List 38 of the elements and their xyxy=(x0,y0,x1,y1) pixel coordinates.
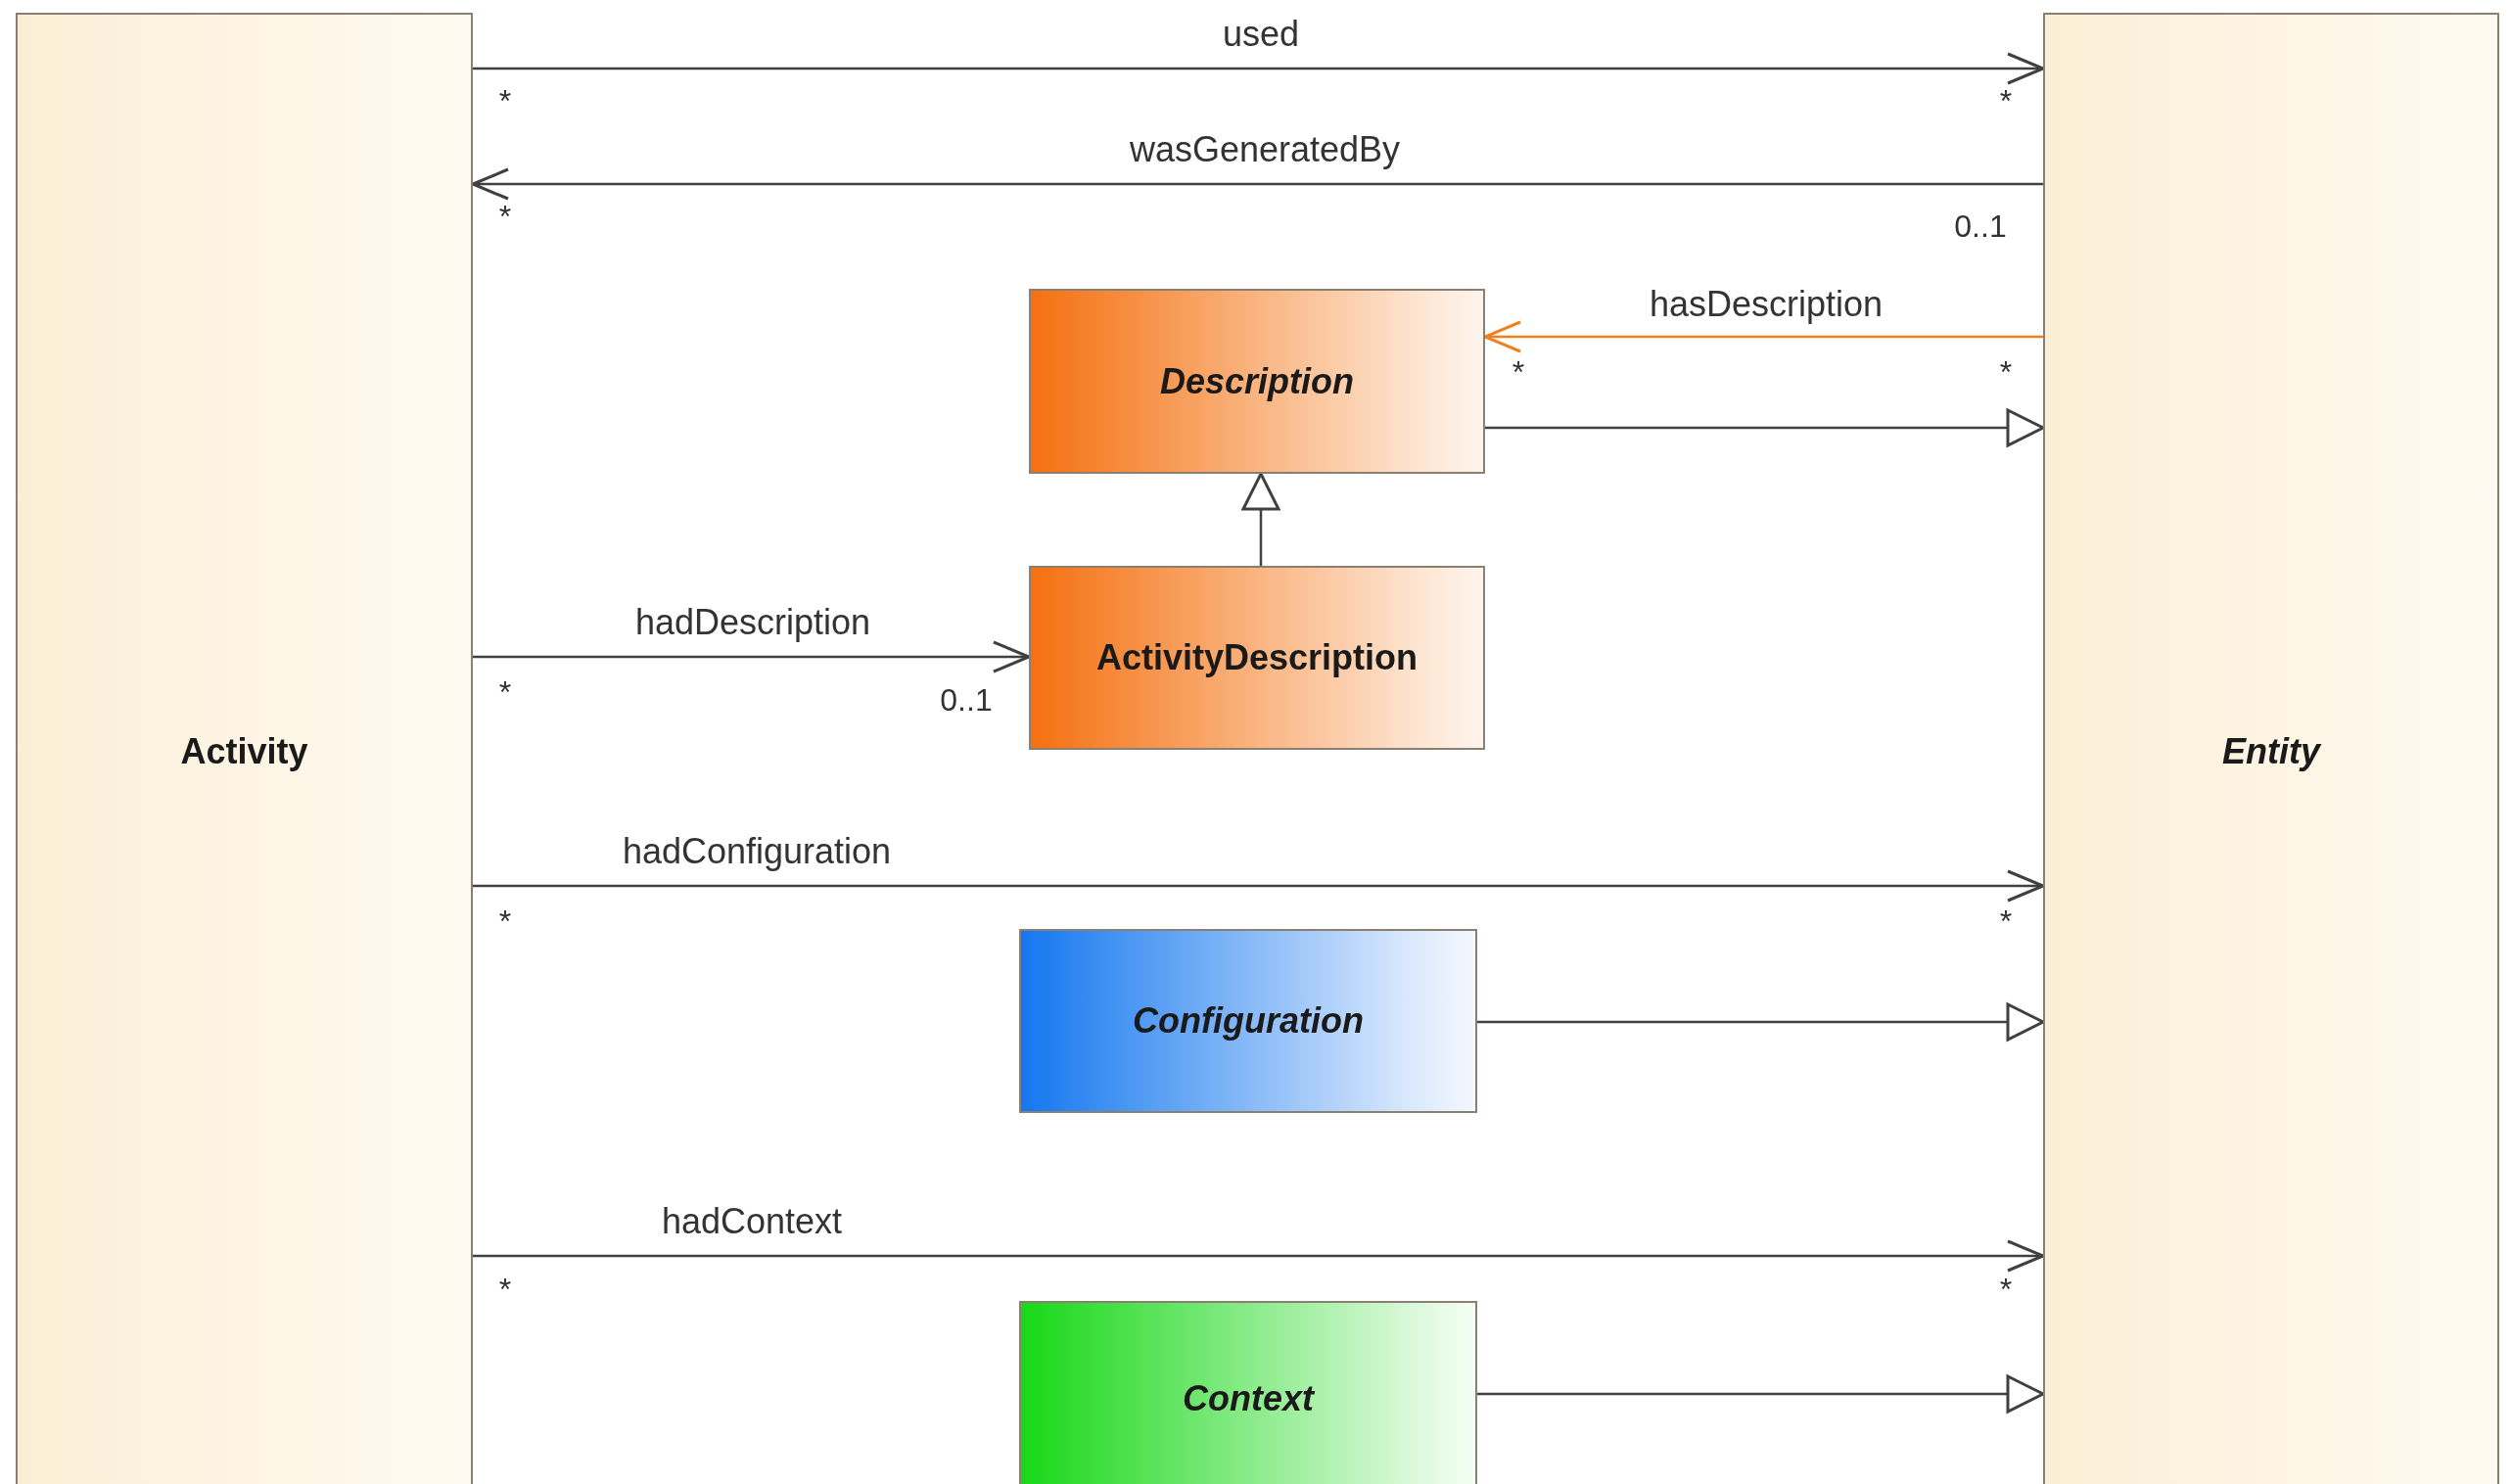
multiplicity-label: * xyxy=(1999,82,2013,119)
class-box xyxy=(2043,13,2499,1484)
multiplicity-label: * xyxy=(498,1271,512,1308)
multiplicity-label: * xyxy=(498,673,512,711)
multiplicity-label: * xyxy=(498,82,512,119)
class-box xyxy=(1019,929,1477,1113)
association-arrow xyxy=(473,640,1031,673)
class-name: Entity xyxy=(2222,731,2320,772)
class-box xyxy=(1019,1301,1477,1484)
edge-label: used xyxy=(1222,14,1300,55)
edge-label: hadContext xyxy=(661,1201,843,1242)
multiplicity-label: * xyxy=(498,903,512,940)
edge-label: hadDescription xyxy=(634,602,871,643)
multiplicity-label: * xyxy=(1512,353,1525,391)
association-arrow xyxy=(473,869,2045,903)
class-name: ActivityDescription xyxy=(1095,637,1419,678)
class-box xyxy=(1029,566,1485,750)
generalization-arrow xyxy=(1477,1002,2045,1042)
class-box xyxy=(1029,289,1485,474)
class-name: Description xyxy=(1159,360,1354,402)
generalization-arrow xyxy=(1485,408,2045,447)
association-arrow xyxy=(473,1239,2045,1273)
class-box xyxy=(16,13,473,1484)
edge-label: hadConfiguration xyxy=(622,831,892,872)
multiplicity-label: 0..1 xyxy=(1954,208,2007,245)
multiplicity-label: * xyxy=(498,198,512,235)
generalization-arrow xyxy=(1477,1374,2045,1414)
multiplicity-label: * xyxy=(1999,353,2013,391)
association-arrow xyxy=(473,52,2045,85)
edge-label: hasDescription xyxy=(1649,284,1884,325)
generalization-arrow xyxy=(1241,472,1280,566)
multiplicity-label: * xyxy=(1999,903,2013,940)
edge-label: wasGeneratedBy xyxy=(1129,129,1401,170)
multiplicity-label: * xyxy=(1999,1271,2013,1308)
class-name: Context xyxy=(1183,1378,1314,1419)
class-name: Configuration xyxy=(1133,1000,1364,1042)
multiplicity-label: 0..1 xyxy=(940,681,993,719)
class-name: Activity xyxy=(180,731,308,772)
